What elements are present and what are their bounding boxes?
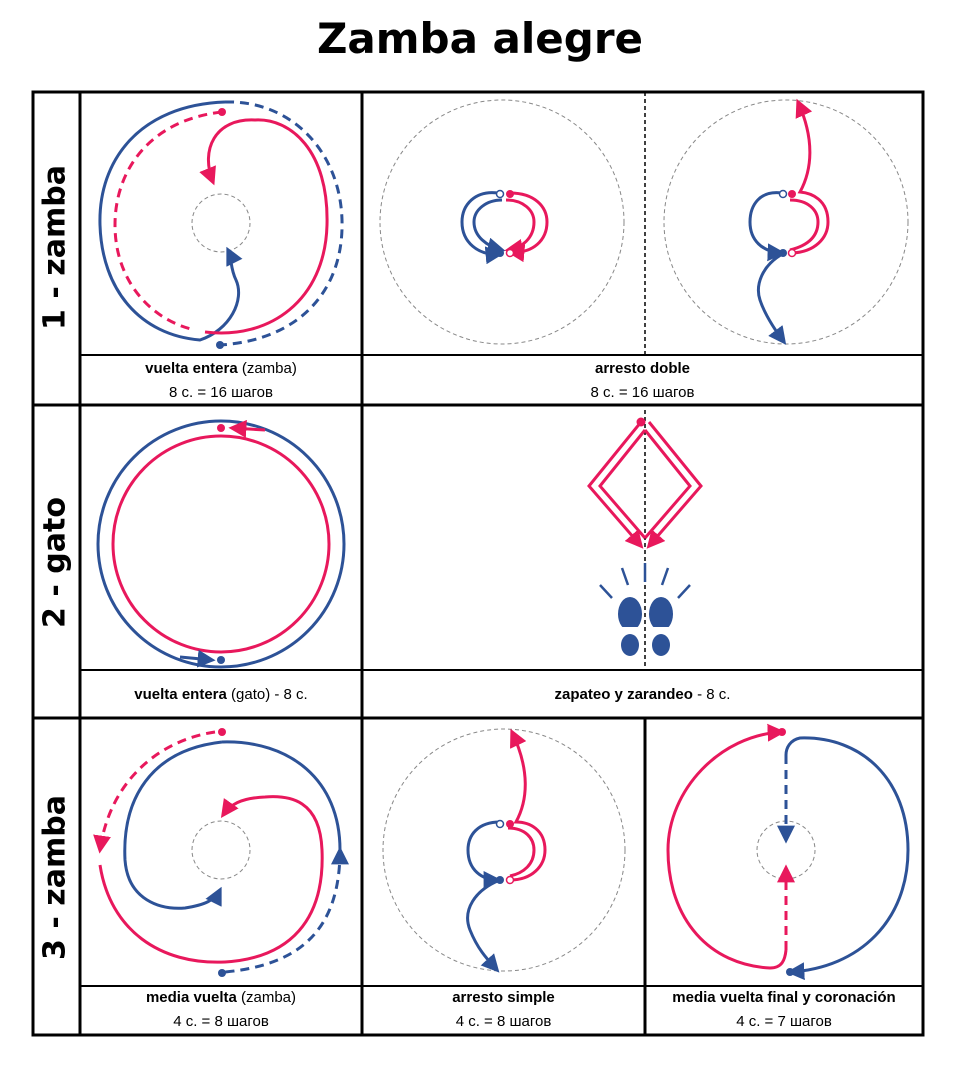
caption-arresto-simple: arresto simple 4 с. = 8 шагов <box>452 989 555 1030</box>
diagram-arresto-simple <box>382 728 626 973</box>
caption-zapateo-zarandeo: zapateo y zarandeo - 8 с. <box>554 686 731 703</box>
man-circle <box>96 419 346 669</box>
diagram-media-vuelta-zamba <box>93 728 349 977</box>
center-circle <box>191 193 251 253</box>
caption-vuelta-entera-zamba: vuelta entera (zamba) 8 с. = 16 шагов <box>145 360 297 401</box>
woman-path-dashed <box>113 110 223 332</box>
row-label-1: 1 - zamba <box>37 165 73 330</box>
diagram-arresto-doble <box>379 92 909 355</box>
page-title: Zamba alegre <box>316 14 644 63</box>
woman-circle <box>111 434 331 654</box>
row-label-3: 3 - zamba <box>37 795 73 960</box>
man-path-dashed <box>219 100 344 347</box>
right-guide-circle <box>663 99 909 345</box>
row-label-2: 2 - gato <box>37 497 73 628</box>
footprints-icon <box>618 597 673 656</box>
man-start-dot <box>216 341 224 349</box>
diagram-vuelta-entera-zamba <box>98 100 344 349</box>
stamp-lines <box>599 563 691 599</box>
diagram-media-vuelta-final <box>666 723 910 981</box>
woman-path <box>199 118 329 335</box>
left-guide-circle <box>379 99 625 345</box>
woman-start-dot <box>218 108 226 116</box>
caption-media-vuelta-zamba: media vuelta (zamba) 4 с. = 8 шагов <box>145 989 297 1030</box>
caption-media-vuelta-final: media vuelta final y coronación 4 с. = 7… <box>672 989 896 1030</box>
man-path <box>98 100 243 342</box>
caption-arresto-doble: arresto doble 8 с. = 16 шагов <box>590 360 695 401</box>
caption-vuelta-entera-gato: vuelta entera (gato) - 8 с. <box>134 686 308 703</box>
diagram-vuelta-entera-gato <box>96 419 346 669</box>
table-frame <box>31 90 925 1037</box>
diagram-zapateo-zarandeo <box>587 410 703 670</box>
